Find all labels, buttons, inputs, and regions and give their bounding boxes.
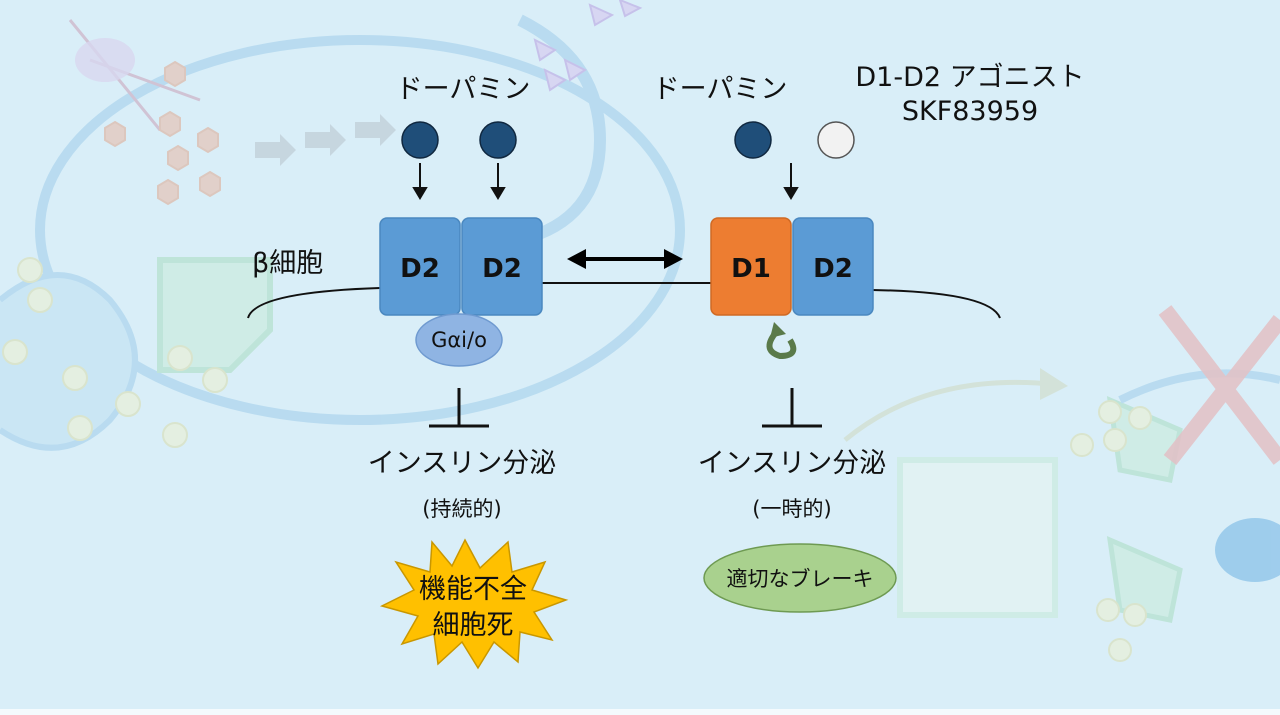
dopamine-label-right: ドーパミン xyxy=(653,74,788,105)
receptor-d2 xyxy=(379,217,461,316)
g-protein xyxy=(415,313,503,367)
burst-text-line1: 機能不全 xyxy=(419,574,527,605)
bottom-strip xyxy=(0,709,1280,715)
insulin-secretion-left: インスリン分泌 xyxy=(368,448,556,479)
receptor-label: D1 xyxy=(731,254,771,284)
brake-oval xyxy=(703,543,897,613)
agonist-name: D1-D2 アゴニスト xyxy=(855,62,1084,93)
receptor-label: D2 xyxy=(482,254,522,284)
beta-cell-label: β細胞 xyxy=(252,248,323,279)
receptor-label: D2 xyxy=(813,254,853,284)
insulin-secretion-right: インスリン分泌 xyxy=(698,448,886,479)
dopamine-molecule xyxy=(479,121,517,159)
receptor-d2 xyxy=(792,217,874,316)
dopamine-molecule xyxy=(401,121,439,159)
receptor-d1 xyxy=(710,217,792,316)
insulin-note-left: (持続的) xyxy=(422,497,501,521)
dopamine-label-left: ドーパミン xyxy=(396,74,531,105)
cell-membrane xyxy=(247,282,1001,319)
signal-curl-icon xyxy=(766,322,797,360)
receptor-d2 xyxy=(461,217,543,316)
heteromer-exchange-arrow xyxy=(567,249,683,269)
agonist-molecule xyxy=(817,121,855,159)
g-protein-label: Gαi/o xyxy=(431,328,487,352)
dopamine-molecule xyxy=(734,121,772,159)
background-illustration xyxy=(0,0,1280,662)
inhibition-symbol xyxy=(429,388,822,428)
agonist-code: SKF83959 xyxy=(902,96,1038,127)
receptor-label: D2 xyxy=(400,254,440,284)
insulin-note-right: (一時的) xyxy=(752,497,831,521)
binding-arrows xyxy=(412,163,799,200)
dysfunction-burst xyxy=(379,538,569,670)
burst-text-line2: 細胞死 xyxy=(433,610,514,641)
brake-label: 適切なブレーキ xyxy=(727,567,874,591)
